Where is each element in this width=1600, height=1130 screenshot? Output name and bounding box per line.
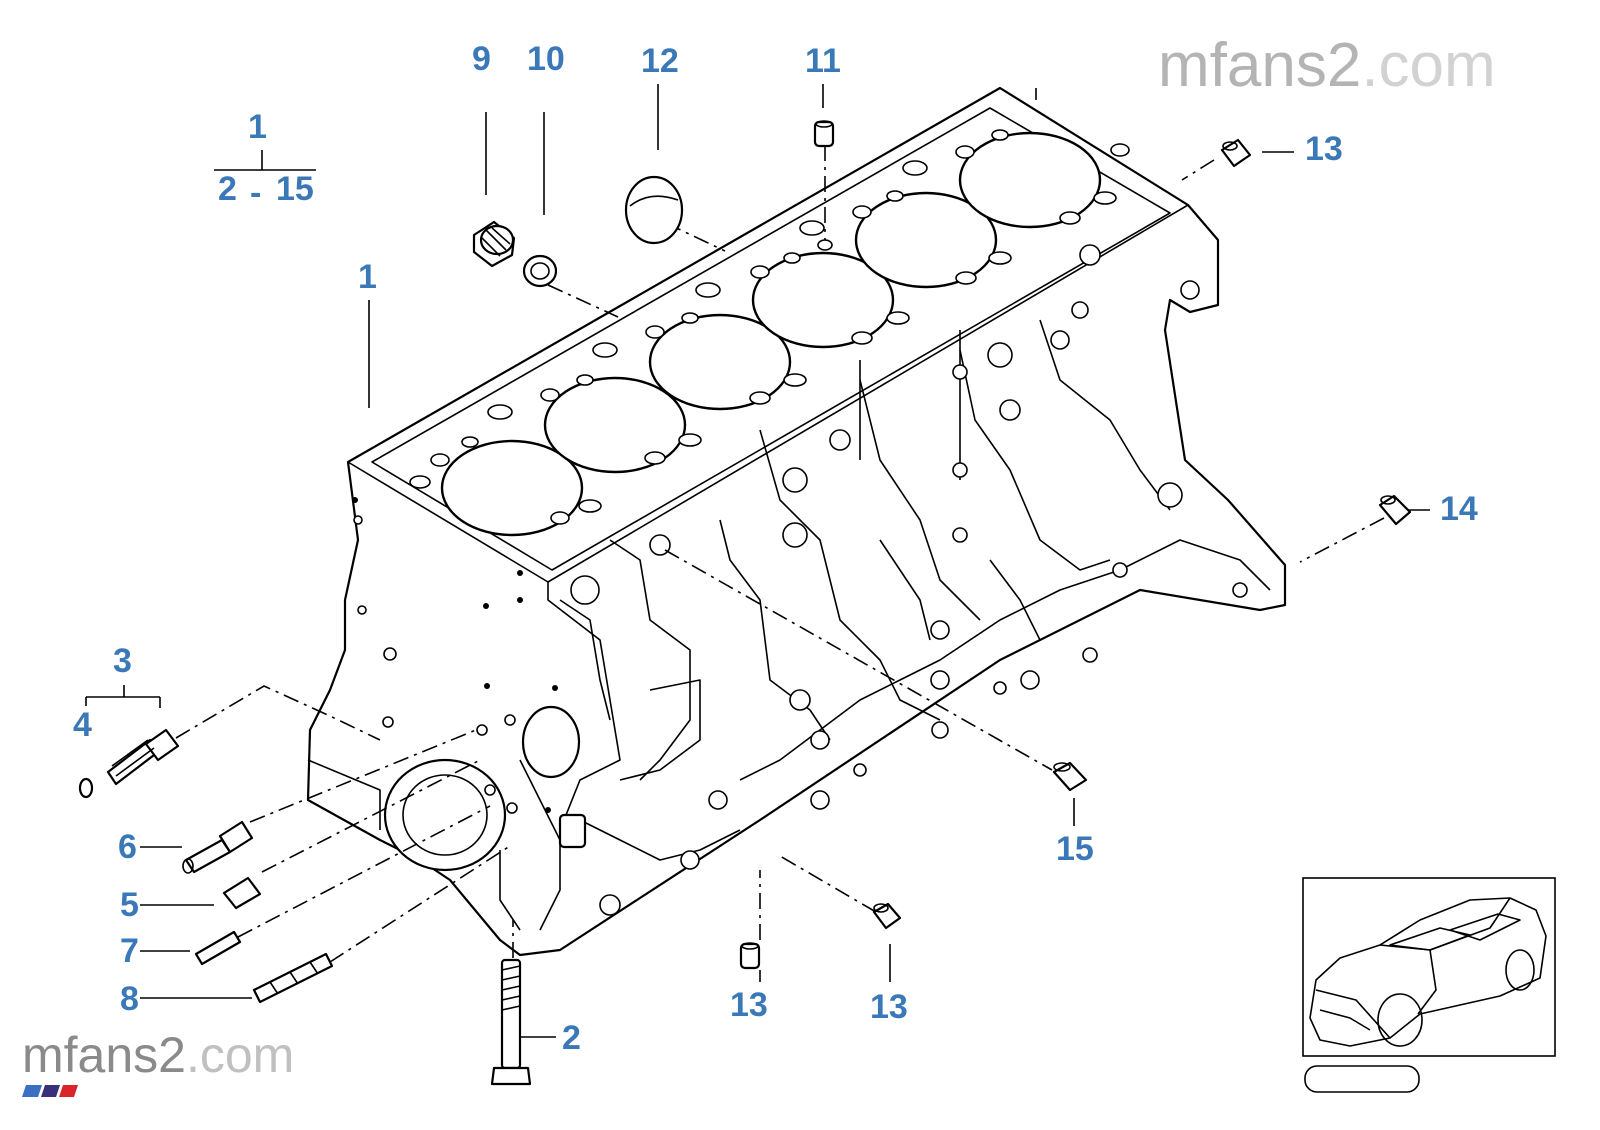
front-face	[307, 497, 587, 931]
part-2-bolt	[490, 958, 532, 1086]
callout-2: 2	[562, 1019, 581, 1057]
part-4-gasket	[78, 777, 94, 799]
watermark-bottom: mfans2.com	[22, 1027, 294, 1083]
engine-block	[306, 86, 1287, 957]
main-bearing-bosses	[570, 244, 1248, 916]
callout-15: 15	[1056, 830, 1094, 868]
callout-8: 8	[120, 980, 139, 1018]
part-3-sensor	[106, 728, 180, 786]
svg-text:-: -	[250, 174, 261, 212]
part-15-sleeve	[1052, 761, 1088, 792]
cylinder-bore-5	[854, 191, 998, 289]
part-12-core-plug	[624, 175, 684, 245]
part-6-oil-pressure-switch	[182, 820, 254, 874]
callout-3: 3	[113, 642, 132, 680]
vehicle-thumbnail	[1302, 877, 1556, 1093]
cylinder-bore-1	[440, 439, 584, 537]
part-13-sleeve-bottom-right	[872, 902, 902, 930]
callout-11: 11	[805, 42, 841, 80]
part-11-dowel	[813, 120, 835, 148]
part-13-dowel-bottom	[739, 942, 761, 970]
group-label: 1 2 - 15	[214, 108, 316, 212]
part-13-sleeve-top-right	[1220, 138, 1252, 168]
callout-14: 14	[1440, 490, 1478, 528]
svg-text:1: 1	[248, 108, 267, 146]
callout-6: 6	[118, 828, 137, 866]
part-7-dowel-pin	[194, 930, 242, 966]
part-10-seal-ring	[522, 254, 558, 288]
callout-13-top: 13	[1305, 130, 1343, 168]
cylinder-bore-2	[543, 376, 687, 474]
callout-1: 1	[358, 258, 377, 296]
cylinder-bore-4	[751, 251, 895, 349]
svg-text:15: 15	[276, 170, 314, 208]
leader-lines	[85, 84, 1430, 1038]
callout-13-bottom-left: 13	[730, 986, 768, 1024]
part-14-sleeve	[1378, 494, 1412, 526]
thumbnail-tab	[1304, 1065, 1420, 1093]
callout-4: 4	[73, 706, 92, 744]
part-8-stud	[252, 952, 334, 1004]
callout-12: 12	[641, 42, 679, 80]
callout-5: 5	[120, 886, 139, 924]
watermark-top: mfans2.com	[1158, 31, 1496, 100]
callout-13-bottom-right: 13	[870, 988, 908, 1026]
part-9-plug	[472, 220, 516, 268]
callout-labels: 1 2 3 4 5 6 7 8 9 10 12 11 13 13 13 14 1…	[73, 40, 1478, 1057]
m-stripes-logo	[22, 1085, 78, 1097]
callout-9: 9	[472, 40, 491, 78]
svg-text:2: 2	[218, 170, 237, 208]
cylinder-bore-6	[958, 131, 1102, 229]
part-5-sleeve	[222, 876, 262, 910]
deck-holes	[409, 129, 1130, 525]
callout-7: 7	[120, 932, 139, 970]
callout-10: 10	[527, 40, 565, 78]
cylinder-bore-3	[648, 313, 792, 411]
